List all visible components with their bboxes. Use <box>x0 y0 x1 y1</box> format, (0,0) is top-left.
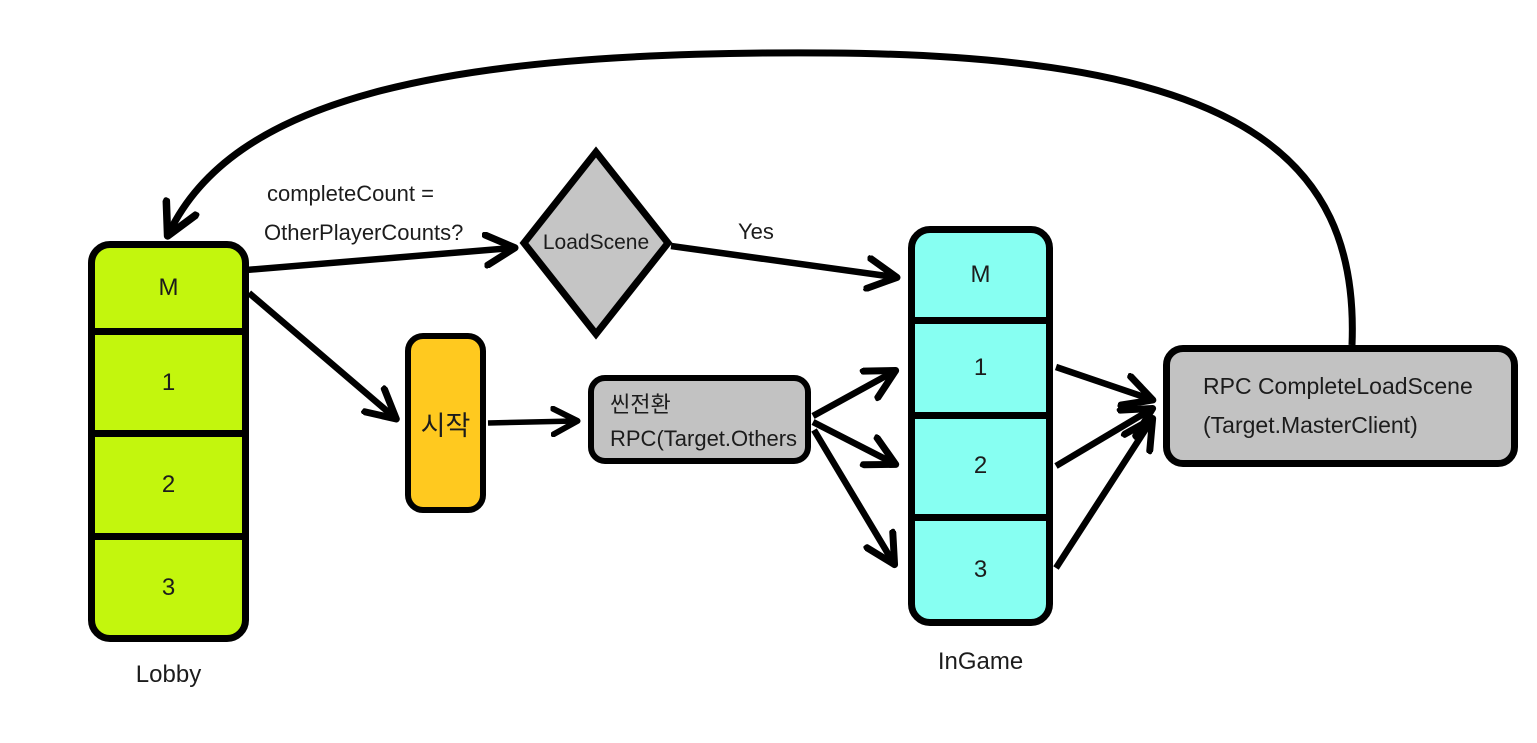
scene-change-node: 씬전환 RPC(Target.Others <box>588 375 811 464</box>
edge-ingame-3-to-rpc <box>1053 421 1151 570</box>
scene-change-line1: 씬전환 <box>610 392 671 417</box>
ingame-caption: InGame <box>937 648 1024 675</box>
ingame-row-1-label: 1 <box>973 353 988 381</box>
edge-ingame-1-to-rpc <box>1054 363 1150 399</box>
lobby-row-m-label: M <box>158 274 179 302</box>
condition-label-line1: completeCount = <box>267 181 434 206</box>
start-node-label: 시작 <box>420 410 471 441</box>
edge-ingame-2-to-rpc <box>1054 410 1150 469</box>
ingame-row-3: 3 <box>915 514 1046 619</box>
ingame-row-m: M <box>915 233 1046 317</box>
lobby-row-3: 3 <box>95 533 242 635</box>
loadscene-diamond-shape <box>519 146 673 340</box>
loadscene-label: LoadScene <box>542 231 650 254</box>
lobby-caption: Lobby <box>135 661 202 688</box>
edge-lobby-to-loadscene <box>245 248 512 274</box>
rpc-complete-line1: RPC CompleteLoadScene <box>1203 373 1473 399</box>
ingame-row-m-label: M <box>970 260 991 288</box>
ingame-node: M 1 2 3 <box>908 226 1053 626</box>
start-node: 시작 <box>405 333 486 513</box>
edge-start-to-scenechange <box>487 421 575 423</box>
edge-scenechange-to-ingame-1 <box>811 372 893 419</box>
scene-change-line2: RPC(Target.Others <box>610 426 798 451</box>
rpc-complete-line2: (Target.MasterClient) <box>1203 412 1418 438</box>
yes-label: Yes <box>738 219 774 244</box>
lobby-node: M 1 2 3 <box>88 241 249 642</box>
edge-lobby-to-start <box>246 290 394 417</box>
ingame-row-2-label: 2 <box>973 452 988 480</box>
lobby-row-2: 2 <box>95 430 242 533</box>
condition-label-line2: OtherPlayerCounts? <box>264 220 464 245</box>
edge-scenechange-to-ingame-3 <box>811 428 893 562</box>
ingame-row-1: 1 <box>915 316 1046 412</box>
lobby-row-3-label: 3 <box>161 573 176 601</box>
edge-loadscene-to-ingame-m <box>670 242 894 277</box>
ingame-row-3-label: 3 <box>973 556 988 584</box>
lobby-row-1: 1 <box>95 328 242 430</box>
rpc-complete-node: RPC CompleteLoadScene (Target.MasterClie… <box>1163 345 1518 467</box>
edge-rpc-to-lobby-loop <box>169 49 1356 346</box>
lobby-row-m: M <box>95 248 242 328</box>
lobby-row-1-label: 1 <box>161 368 176 396</box>
ingame-row-2: 2 <box>915 411 1046 515</box>
lobby-row-2-label: 2 <box>161 471 176 499</box>
edge-scenechange-to-ingame-2 <box>811 419 893 463</box>
